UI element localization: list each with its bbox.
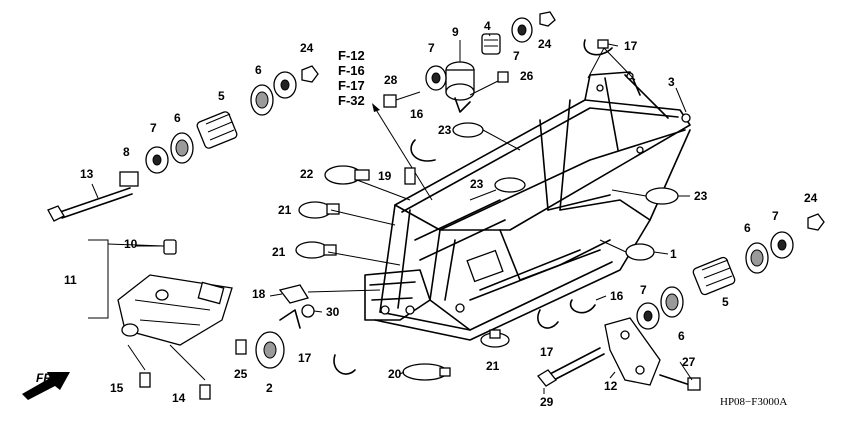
callout-23: 23 <box>438 123 452 137</box>
callout-1: 1 <box>670 247 677 261</box>
front-arrow <box>22 372 70 400</box>
horn-2 <box>255 309 301 369</box>
callout-25: 25 <box>234 367 248 381</box>
clamp-23-a <box>452 122 521 151</box>
bolt-25 <box>235 339 247 355</box>
callout-29: 29 <box>540 395 554 409</box>
callout-14: 14 <box>172 391 186 405</box>
band-20 <box>402 363 451 381</box>
callout-7: 7 <box>150 121 157 135</box>
callout-6: 6 <box>255 63 262 77</box>
bolt-13 <box>47 187 133 222</box>
callout-17: 17 <box>540 345 554 359</box>
callout-13: 13 <box>80 167 94 181</box>
clip-17-left <box>333 354 356 375</box>
ref-label: F-17 <box>338 78 365 93</box>
callout-27: 27 <box>682 355 696 369</box>
callout-2: 2 <box>266 381 273 395</box>
ref-labels: F-12 F-16 F-17 F-32 <box>338 48 365 108</box>
callout-leaders <box>91 33 693 394</box>
callout-15: 15 <box>110 381 124 395</box>
pivot-5-right <box>692 256 736 296</box>
ref-label: F-12 <box>338 48 365 63</box>
callout-22: 22 <box>300 167 314 181</box>
collar-10 <box>163 239 177 255</box>
callout-5: 5 <box>218 89 225 103</box>
callout-7: 7 <box>513 49 520 63</box>
nut-24-top <box>539 11 556 27</box>
callout-24: 24 <box>300 41 314 55</box>
clamp-22 <box>324 165 411 201</box>
callout-6: 6 <box>744 221 751 235</box>
bolt-14 <box>169 344 211 400</box>
bolt-15 <box>127 344 151 388</box>
clip-17-top <box>583 39 613 56</box>
clamp-21-b <box>295 241 401 266</box>
pivot-5-left <box>196 111 238 149</box>
bushing-8 <box>119 171 139 187</box>
callout-21: 21 <box>272 245 286 259</box>
callout-7: 7 <box>640 283 647 297</box>
frame-body <box>364 71 691 341</box>
callout-4: 4 <box>484 19 491 33</box>
callout-18: 18 <box>252 287 266 301</box>
callout-19: 19 <box>378 169 392 183</box>
pivot-4 <box>481 33 501 55</box>
clamp-23-b <box>469 177 526 201</box>
callout-3: 3 <box>668 75 675 89</box>
callout-24: 24 <box>538 37 552 51</box>
bolt-28 <box>383 94 397 108</box>
callout-12: 12 <box>604 379 618 393</box>
callout-17: 17 <box>624 39 638 53</box>
callout-28: 28 <box>384 73 398 87</box>
clip-17-right <box>537 309 559 329</box>
callout-23: 23 <box>470 177 484 191</box>
callout-6: 6 <box>174 111 181 125</box>
clip-18 <box>278 284 381 304</box>
bolt-27 <box>659 374 701 391</box>
callout-23: 23 <box>694 189 708 203</box>
callout-11: 11 <box>64 273 77 287</box>
clamp-21-c <box>480 329 510 348</box>
clamp-21-a <box>298 201 396 226</box>
callout-26: 26 <box>520 69 534 83</box>
ref-label: F-32 <box>338 93 365 108</box>
callout-17: 17 <box>298 351 312 365</box>
bushing-9 <box>445 61 475 113</box>
callout-16: 16 <box>410 107 424 121</box>
front-label: FR. <box>36 371 55 385</box>
ref-label: F-16 <box>338 63 365 78</box>
callout-16: 16 <box>610 289 624 303</box>
clip-16-right <box>569 299 596 314</box>
bracket-12 <box>604 317 661 386</box>
callout-9: 9 <box>452 25 459 39</box>
callout-21: 21 <box>486 359 500 373</box>
callout-20: 20 <box>388 367 402 381</box>
callouts: 9 4 24 7 17 7 24 28 26 3 6 5 16 23 6 7 8… <box>64 19 818 409</box>
callout-24: 24 <box>804 191 818 205</box>
bolt-26 <box>469 79 501 96</box>
nut-24-right <box>807 213 825 231</box>
ref-arrow-head <box>372 103 380 112</box>
callout-10: 10 <box>124 237 138 251</box>
leader-3 <box>675 87 687 113</box>
callout-30: 30 <box>326 305 340 319</box>
callout-6: 6 <box>678 329 685 343</box>
ref-arrow <box>374 107 433 201</box>
callout-8: 8 <box>123 145 130 159</box>
bolt-29 <box>537 347 605 387</box>
callout-7: 7 <box>428 41 435 55</box>
clip-16-left <box>410 139 436 162</box>
bracket-11 <box>88 239 109 319</box>
bolt-19 <box>404 167 416 185</box>
skid-plate-11 <box>117 274 233 346</box>
cap-30 <box>301 304 315 318</box>
callout-21: 21 <box>278 203 292 217</box>
callout-5: 5 <box>722 295 729 309</box>
callout-7: 7 <box>772 209 779 223</box>
nut-24-left <box>301 65 319 83</box>
diagram-code: HP08−F3000A <box>720 396 787 408</box>
